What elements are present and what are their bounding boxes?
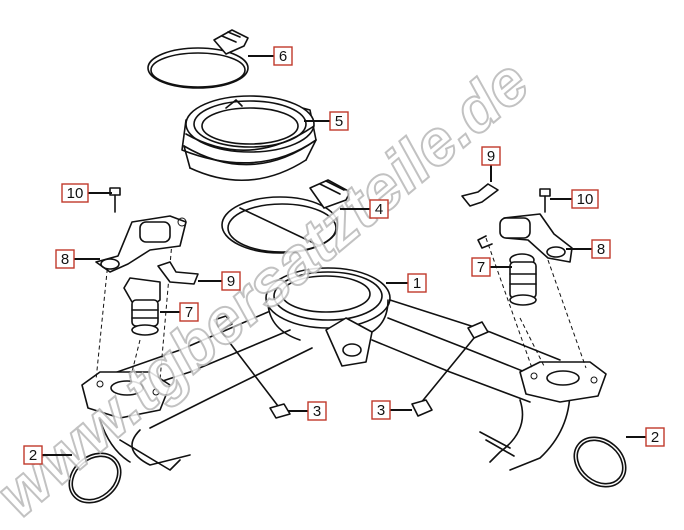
dowel-pin-left-lower xyxy=(269,403,291,419)
callout-10-left: 10 xyxy=(61,183,89,203)
callout-5-label: 5 xyxy=(335,113,343,130)
callout-3-right: 3 xyxy=(371,400,391,420)
intake-rubber-boot xyxy=(181,95,317,182)
fuel-injector-left xyxy=(123,277,161,336)
hose-clamp-upper xyxy=(147,29,249,89)
callout-1-label: 1 xyxy=(413,275,421,292)
callout-9-left: 9 xyxy=(221,271,241,291)
callout-7-right: 7 xyxy=(471,257,491,277)
callout-8-right-label: 8 xyxy=(597,241,605,258)
intake-manifold xyxy=(81,267,607,471)
callout-6: 6 xyxy=(273,46,293,66)
callout-4-label: 4 xyxy=(375,201,383,218)
callout-10-right: 10 xyxy=(571,189,599,209)
clip-left xyxy=(157,261,199,285)
callout-4: 4 xyxy=(369,199,389,219)
fuel-injector-right xyxy=(509,253,537,306)
hose-clamp-lower xyxy=(221,179,351,254)
clip-right xyxy=(461,183,499,207)
callout-8-left-label: 8 xyxy=(61,251,69,268)
dowel-pin-right-lower xyxy=(411,399,433,417)
bolt-right xyxy=(539,188,551,213)
o-ring-left xyxy=(68,452,122,504)
callout-9-top-label: 9 xyxy=(487,148,495,165)
callout-2-right-label: 2 xyxy=(651,429,659,446)
dowel-pin-right-upper xyxy=(419,321,489,405)
callout-2-right: 2 xyxy=(645,427,665,447)
injector-holder-left xyxy=(95,215,187,273)
callout-10-left-label: 10 xyxy=(67,185,84,202)
callout-9-top: 9 xyxy=(481,146,501,166)
callout-8-left: 8 xyxy=(55,249,75,269)
callout-3-right-label: 3 xyxy=(377,402,385,419)
callout-6-label: 6 xyxy=(279,48,287,65)
injector-holder-right xyxy=(477,213,573,263)
callout-2-left-label: 2 xyxy=(29,447,37,464)
callout-7-left: 7 xyxy=(179,302,199,322)
dowel-pin-left-upper xyxy=(213,315,279,407)
callout-5: 5 xyxy=(329,111,349,131)
callout-2-left: 2 xyxy=(23,445,43,465)
callout-leaders xyxy=(42,55,646,456)
bolt-left xyxy=(109,187,121,213)
callout-3-left: 3 xyxy=(307,401,327,421)
callout-3-left-label: 3 xyxy=(313,403,321,420)
callout-8-right: 8 xyxy=(591,239,611,259)
o-ring-right xyxy=(573,436,627,488)
callout-9-left-label: 9 xyxy=(227,273,235,290)
callout-7-left-label: 7 xyxy=(185,304,193,321)
callout-10-right-label: 10 xyxy=(577,191,594,208)
callout-7-right-label: 7 xyxy=(477,259,485,276)
callout-1: 1 xyxy=(407,273,427,293)
